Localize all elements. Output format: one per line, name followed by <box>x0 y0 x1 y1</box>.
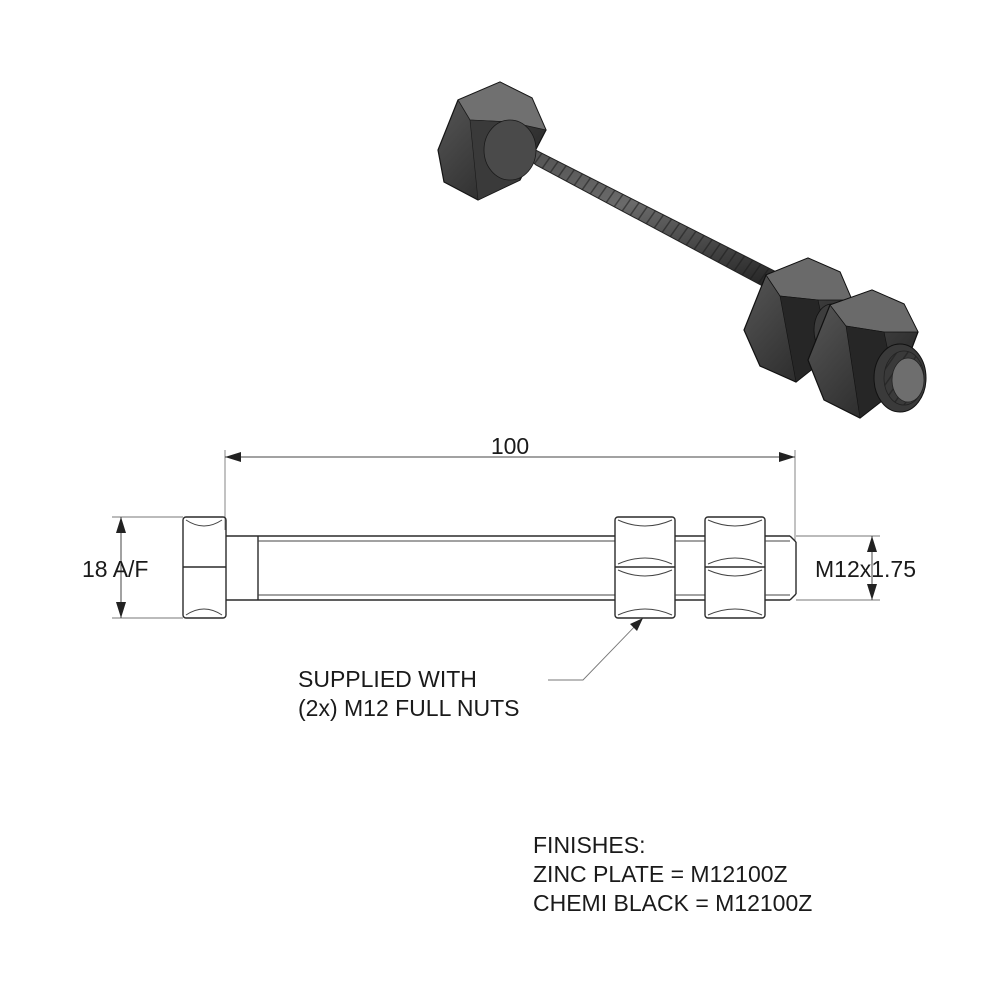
bolt-2d-view: 100 <box>82 433 916 681</box>
bolt-head-3d <box>437 81 547 201</box>
across-flats-dimension <box>112 516 183 619</box>
across-flats-label: 18 A/F <box>82 556 148 582</box>
length-dimension-label: 100 <box>491 433 529 459</box>
length-dimension <box>225 452 795 462</box>
finishes-heading: FINISHES: <box>533 832 645 858</box>
supply-note-line-1: SUPPLIED WITH <box>298 666 477 692</box>
bolt-end-3d <box>873 343 927 413</box>
bolt-head-2d <box>182 516 227 619</box>
supply-note-line-2: (2x) M12 FULL NUTS <box>298 695 520 721</box>
bolt-end-2d <box>765 535 797 601</box>
nut-2-2d <box>704 516 766 619</box>
finishes-block: FINISHES: ZINC PLATE = M12100Z CHEMI BLA… <box>533 832 812 916</box>
thread-size-label: M12x1.75 <box>815 556 916 582</box>
bolt-3d-render <box>437 81 927 419</box>
nut-1-2d <box>614 516 676 619</box>
finish-zinc: ZINC PLATE = M12100Z <box>533 861 788 887</box>
note-leader <box>548 618 643 681</box>
bolt-shank-2d <box>226 535 615 601</box>
thread-dimension <box>796 535 880 601</box>
bolt-shaft-gap-2d <box>675 535 705 601</box>
supply-note: SUPPLIED WITH (2x) M12 FULL NUTS <box>298 666 520 721</box>
finish-chemi-black: CHEMI BLACK = M12100Z <box>533 890 812 916</box>
